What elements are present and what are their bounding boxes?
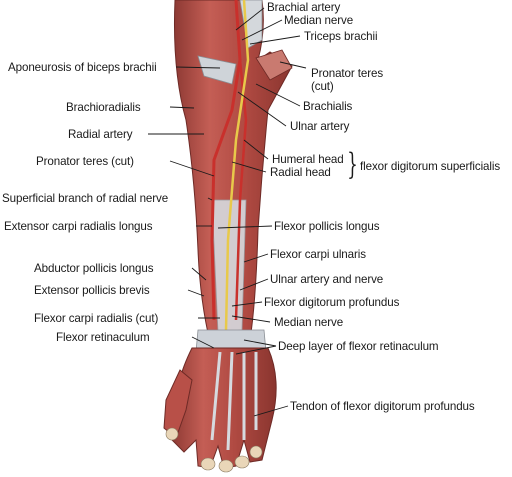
label-extensor-pollicis-brevis: Extensor pollicis brevis	[34, 284, 150, 297]
label-tendon-flexor-digitorum-profundus: Tendon of flexor digitorum profundus	[290, 400, 475, 413]
label-flexor-digitorum-profundus: Flexor digitorum profundus	[264, 296, 400, 309]
label-deep-layer-flexor-retinaculum: Deep layer of flexor retinaculum	[278, 340, 439, 353]
fingertip-shape	[249, 445, 263, 459]
label-flexor-carpi-ulnaris: Flexor carpi ulnaris	[270, 248, 366, 261]
label-median-nerve-low: Median nerve	[274, 316, 344, 329]
label-triceps-brachii: Triceps brachii	[304, 30, 378, 43]
label-brachialis: Brachialis	[303, 100, 353, 113]
fingertip-shape	[165, 427, 179, 441]
aponeurosis-shape	[197, 55, 237, 85]
label-radial-artery: Radial artery	[68, 128, 133, 141]
leader-lines	[148, 7, 307, 417]
fingertip-shape	[234, 455, 250, 469]
label-brachial-artery: Brachial artery	[267, 1, 341, 14]
median-nerve-shape	[224, 0, 250, 331]
label-brachioradialis: Brachioradialis	[66, 101, 141, 114]
label-ulnar-artery: Ulnar artery	[290, 120, 350, 133]
label-flexor-pollicis-longus: Flexor pollicis longus	[274, 220, 380, 233]
label-aponeurosis: Aponeurosis of biceps brachii	[8, 61, 157, 74]
palm-tendons-shape	[210, 351, 258, 451]
label-median-nerve-top: Median nerve	[284, 14, 354, 27]
fingertip-shape	[200, 457, 216, 471]
label-ulnar-artery-and-nerve: Ulnar artery and nerve	[270, 273, 384, 286]
label-superficial-branch-radial-nerve: Superficial branch of radial nerve	[2, 192, 169, 205]
label-abductor-pollicis-longus: Abductor pollicis longus	[34, 262, 154, 275]
label-radial-head: Radial head	[270, 166, 331, 179]
label-flexor-retinaculum: Flexor retinaculum	[56, 331, 150, 344]
label-pronator-teres-cut-right-line2: (cut)	[311, 80, 334, 93]
pronator-teres-cut-shape	[255, 49, 293, 81]
label-humeral-head: Humeral head	[272, 153, 344, 166]
brachial-artery-shape	[210, 0, 242, 321]
label-extensor-carpi-radialis-longus: Extensor carpi radialis longus	[4, 220, 153, 233]
label-flexor-carpi-radialis-cut: Flexor carpi radialis (cut)	[34, 312, 159, 325]
label-flexor-digitorum-superficialis: flexor digitorum superficialis	[360, 160, 501, 173]
label-pronator-teres-cut-right-line1: Pronator teres	[311, 67, 384, 80]
fingertip-shape	[218, 459, 234, 473]
label-pronator-teres-cut-left: Pronator teres (cut)	[36, 155, 134, 168]
brace-icon: }	[347, 147, 358, 182]
